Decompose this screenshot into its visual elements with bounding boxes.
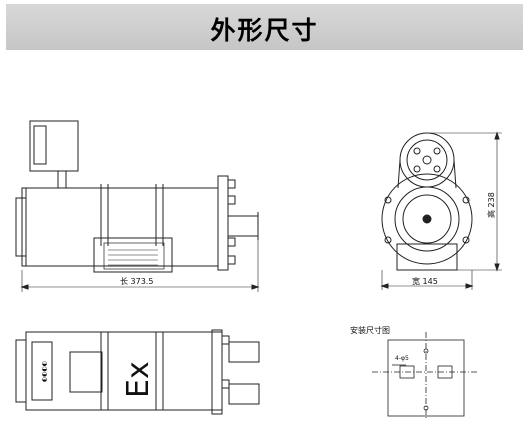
mount-diagram: [372, 332, 478, 420]
top-lens-tube: [228, 341, 260, 363]
mount-bracket: [396, 243, 458, 271]
connector-head: [399, 132, 455, 188]
height-dimension: 高 238: [486, 192, 496, 218]
mount-title: 安装尺寸图: [350, 325, 390, 335]
nameplate: [93, 237, 173, 273]
front-view: [380, 131, 502, 290]
housing-body: [21, 187, 219, 267]
page-title: 外形尺寸: [210, 16, 319, 45]
width-dimension: 宽 145: [412, 276, 438, 286]
front-flange: [217, 175, 229, 271]
top-window: [69, 351, 103, 393]
flange-plate: [381, 173, 473, 265]
lens-tube: [227, 215, 259, 237]
side-view: [15, 120, 260, 292]
ex-mark: Ex: [121, 361, 156, 398]
top-logo-plate: [31, 341, 53, 401]
mount-hole-spec: 4-φ5: [395, 355, 409, 362]
logo-mark: ◐◐◐◐: [41, 361, 48, 382]
length-dimension: 长 373.5: [120, 276, 153, 286]
header-bar: 外形尺寸: [6, 4, 523, 50]
top-view: [15, 329, 260, 415]
